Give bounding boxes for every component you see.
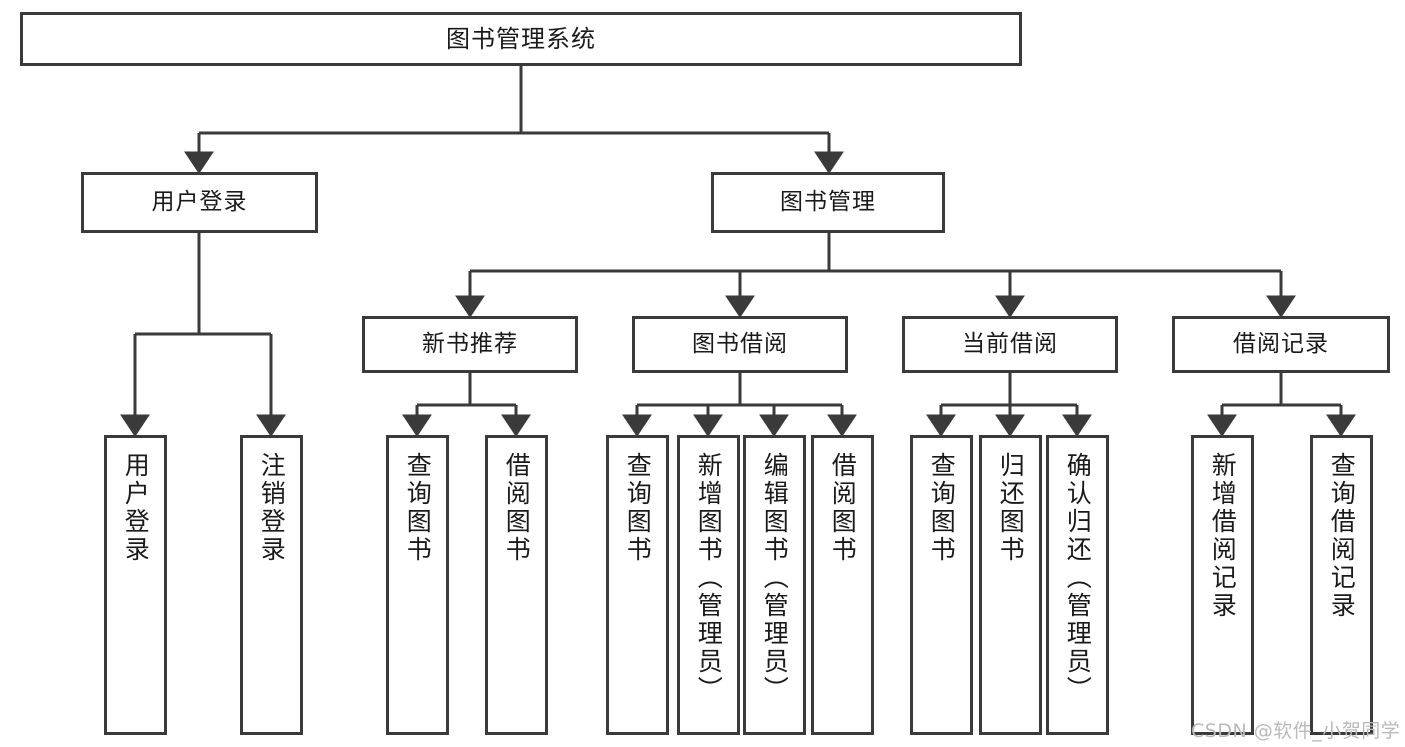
node-user-login[interactable]: 用户登录 bbox=[81, 172, 318, 233]
leaf-query-book-borrowing[interactable]: 查询图书 bbox=[606, 435, 669, 735]
leaf-label: 借阅图书 bbox=[502, 452, 532, 564]
leaf-label: 查询图书 bbox=[927, 452, 957, 564]
node-label: 借阅记录 bbox=[1233, 330, 1329, 357]
leaf-label: 查询借阅记录 bbox=[1327, 452, 1357, 620]
node-root-system[interactable]: 图书管理系统 bbox=[20, 12, 1022, 66]
leaf-confirm-return-admin[interactable]: 确认归还（管理员） bbox=[1046, 435, 1109, 735]
node-label: 图书管理 bbox=[780, 188, 876, 215]
node-borrowing-records[interactable]: 借阅记录 bbox=[1172, 316, 1390, 373]
node-label: 用户登录 bbox=[151, 188, 248, 215]
leaf-add-book-admin[interactable]: 新增图书（管理员） bbox=[677, 435, 740, 735]
leaf-label: 用户登录 bbox=[121, 452, 151, 564]
leaf-return-book[interactable]: 归还图书 bbox=[979, 435, 1042, 735]
leaf-label: 新增图书（管理员） bbox=[694, 452, 724, 704]
node-book-borrowing[interactable]: 图书借阅 bbox=[632, 316, 848, 373]
leaf-label: 借阅图书 bbox=[828, 452, 858, 564]
node-label: 新书推荐 bbox=[422, 330, 518, 357]
leaf-query-book-current[interactable]: 查询图书 bbox=[910, 435, 973, 735]
csdn-watermark: CSDN @软件_小贺同学 bbox=[1191, 720, 1401, 742]
leaf-borrow-book[interactable]: 借阅图书 bbox=[811, 435, 874, 735]
leaf-logout[interactable]: 注销登录 bbox=[240, 435, 303, 735]
leaf-query-book-recommend[interactable]: 查询图书 bbox=[386, 435, 449, 735]
node-label: 图书借阅 bbox=[692, 330, 788, 357]
leaf-label: 归还图书 bbox=[996, 452, 1026, 564]
node-new-book-recommendation[interactable]: 新书推荐 bbox=[362, 316, 578, 373]
leaf-user-login[interactable]: 用户登录 bbox=[104, 435, 167, 735]
node-current-borrowing[interactable]: 当前借阅 bbox=[902, 316, 1118, 373]
leaf-label: 新增借阅记录 bbox=[1208, 452, 1238, 620]
leaf-edit-book-admin[interactable]: 编辑图书（管理员） bbox=[743, 435, 806, 735]
leaf-label: 查询图书 bbox=[403, 452, 433, 564]
leaf-add-borrow-record[interactable]: 新增借阅记录 bbox=[1191, 435, 1254, 735]
leaf-label: 编辑图书（管理员） bbox=[760, 452, 790, 704]
leaf-label: 确认归还（管理员） bbox=[1063, 452, 1093, 704]
leaf-query-borrow-record[interactable]: 查询借阅记录 bbox=[1310, 435, 1373, 735]
node-book-management[interactable]: 图书管理 bbox=[711, 172, 945, 233]
leaf-borrow-book-recommend[interactable]: 借阅图书 bbox=[485, 435, 548, 735]
node-label: 图书管理系统 bbox=[446, 24, 596, 53]
leaf-label: 查询图书 bbox=[623, 452, 653, 564]
leaf-label: 注销登录 bbox=[257, 452, 287, 564]
node-label: 当前借阅 bbox=[962, 330, 1058, 357]
